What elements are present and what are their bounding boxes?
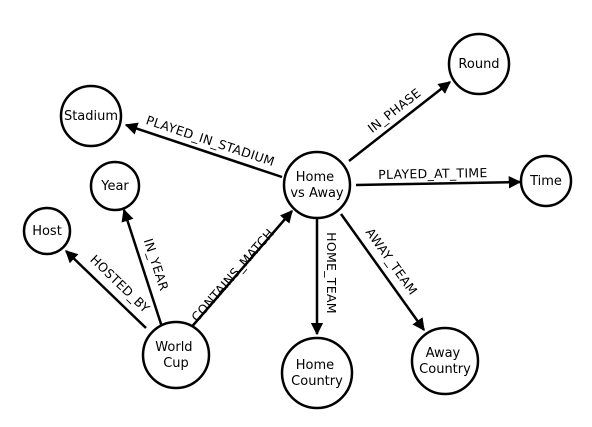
node-label-world-cup: World Cup	[155, 340, 196, 371]
edge-label-played-at-time: PLAYED_AT_TIME	[378, 165, 488, 182]
node-away-country: Away Country	[410, 326, 480, 396]
edge-played-at-time: PLAYED_AT_TIME	[355, 165, 522, 189]
node-label-stadium: Stadium	[64, 109, 118, 124]
edge-home-team: HOME_TEAM	[310, 217, 339, 336]
node-label-round: Round	[458, 57, 499, 72]
node-label-time: Time	[529, 174, 562, 189]
edge-away-team: AWAY_TEAM	[339, 213, 426, 332]
node-stadium: Stadium	[59, 84, 123, 148]
edge-in-phase: IN_PHASE	[348, 81, 451, 162]
node-round: Round	[447, 32, 511, 96]
edge-label-played-in-stadium: PLAYED_IN_STADIUM	[144, 112, 276, 169]
edge-label-in-year: IN_YEAR	[141, 237, 172, 293]
node-label-home-vs-away: Home vs Away	[290, 170, 344, 201]
node-home-vs-away: Home vs Away	[282, 150, 352, 220]
edge-contains-match: CONTAINS_MATCH	[188, 210, 293, 331]
edge-label-home-team: HOME_TEAM	[324, 232, 339, 314]
node-host: Host	[22, 206, 72, 256]
edge-label-contains-match: CONTAINS_MATCH	[188, 226, 277, 325]
node-label-host: Host	[32, 224, 62, 239]
node-label-away-country: Away Country	[419, 346, 471, 377]
node-home-country: Home Country	[280, 336, 354, 410]
edge-label-hosted-by: HOSTED_BY	[87, 252, 153, 316]
nodes: World Cup Home vs Away Stadium Round	[22, 32, 573, 410]
node-world-cup: World Cup	[141, 320, 211, 390]
node-label-home-country: Home Country	[291, 358, 343, 389]
node-time: Time	[519, 154, 573, 208]
node-year: Year	[89, 160, 141, 212]
edge-played-in-stadium: PLAYED_IN_STADIUM	[124, 112, 283, 179]
node-label-year: Year	[100, 179, 129, 194]
